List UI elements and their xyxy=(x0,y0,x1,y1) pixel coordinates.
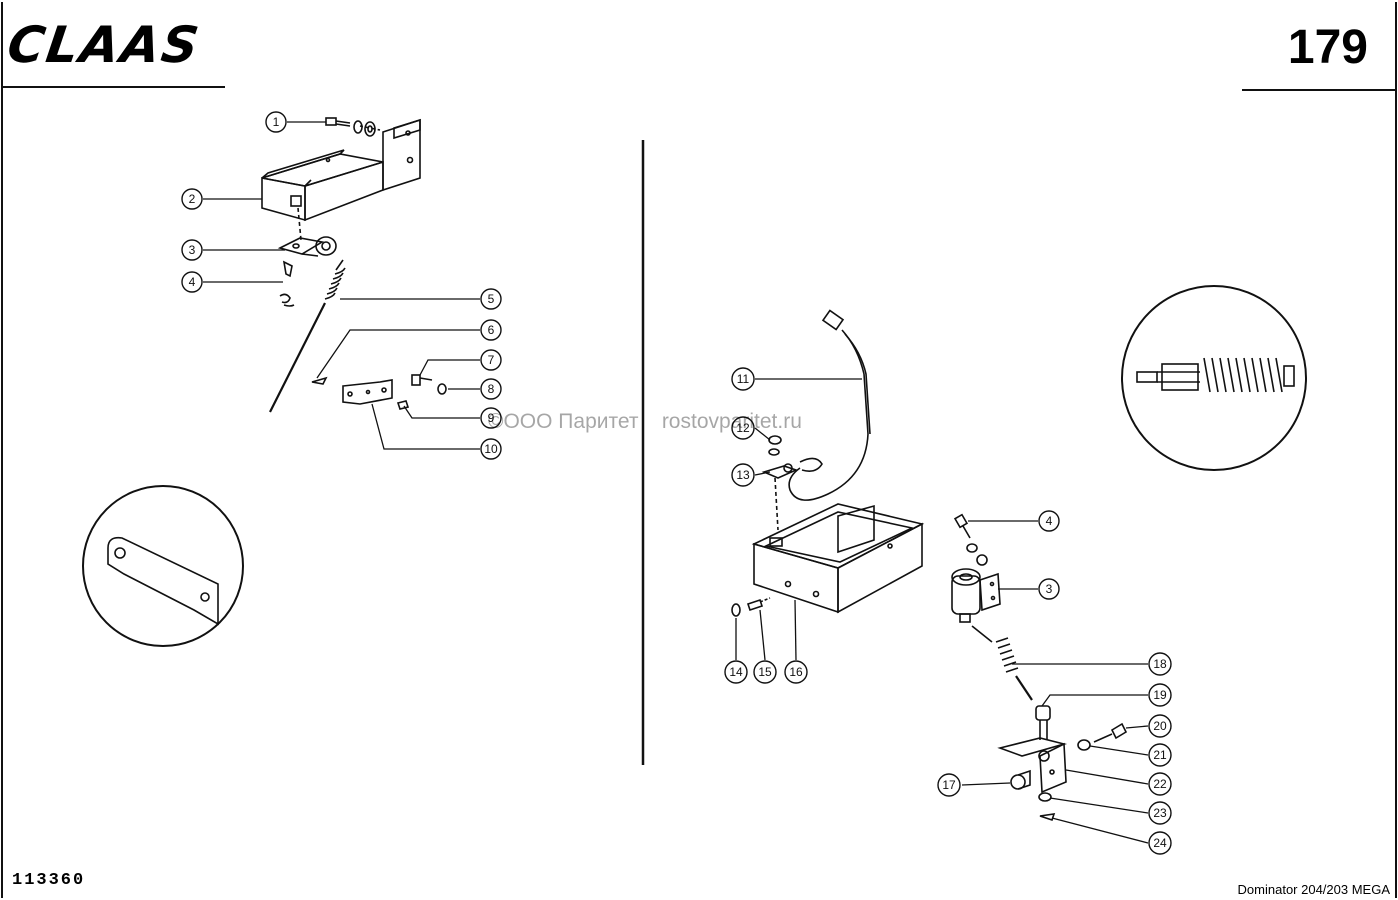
washer-21 xyxy=(1077,739,1091,751)
cotter-24 xyxy=(1039,813,1056,822)
callout-23: 23 xyxy=(1153,806,1167,820)
callout-circles xyxy=(181,111,1172,855)
callout-15: 15 xyxy=(758,665,772,679)
callout-16: 16 xyxy=(789,665,803,679)
callout-14: 14 xyxy=(729,665,743,679)
cable xyxy=(788,309,871,501)
callout-19: 19 xyxy=(1153,688,1167,702)
support-box xyxy=(751,503,925,614)
bolt-4-right xyxy=(953,513,988,566)
leaders-right xyxy=(735,378,1149,844)
callout-labels: 1 2 3 4 5 6 7 8 9 10 11 12 13 14 15 16 4… xyxy=(189,115,1167,850)
watermark: ©ООО Паритет rostovparitet.ru xyxy=(488,410,802,433)
callout-17: 17 xyxy=(942,778,956,792)
solenoid xyxy=(951,568,1001,623)
spring xyxy=(324,259,346,300)
cable-clamp xyxy=(761,435,823,531)
callout-4-right: 4 xyxy=(1046,514,1053,528)
spring-18 xyxy=(971,625,1019,673)
callout-24: 24 xyxy=(1153,836,1167,850)
screw xyxy=(411,374,421,386)
callout-11: 11 xyxy=(737,372,750,386)
callout-13: 13 xyxy=(736,468,750,482)
callout-7: 7 xyxy=(488,353,495,367)
callout-12: 12 xyxy=(736,421,750,435)
control-rod xyxy=(269,302,326,413)
bolt-20 xyxy=(1110,722,1128,740)
leaders-left xyxy=(203,121,480,450)
bracket-22 xyxy=(997,737,1068,794)
callout-22: 22 xyxy=(1153,777,1167,791)
bolt-19 xyxy=(1035,705,1051,740)
callout-3: 3 xyxy=(189,243,196,257)
spring-rod xyxy=(1015,675,1033,701)
nut xyxy=(396,400,410,410)
callout-10: 10 xyxy=(484,442,498,456)
hinge-part xyxy=(277,236,337,257)
lever-plate xyxy=(342,379,393,405)
detail-circle-right xyxy=(1121,285,1307,471)
left-assembly xyxy=(261,117,447,413)
mounting-bracket xyxy=(261,118,421,222)
right-assembly xyxy=(731,309,1128,822)
page-number: 179 xyxy=(1287,21,1368,74)
washer xyxy=(437,383,447,395)
bolt-15 xyxy=(746,598,764,612)
callout-5: 5 xyxy=(488,292,495,306)
callout-18: 18 xyxy=(1153,657,1167,671)
callout-3-right: 3 xyxy=(1046,582,1053,596)
callout-20: 20 xyxy=(1153,719,1167,733)
detail-circle-left xyxy=(82,485,244,647)
callout-8: 8 xyxy=(488,382,495,396)
small-pin xyxy=(279,260,295,307)
bushing-17 xyxy=(1010,769,1031,790)
drawing-number: 113360 xyxy=(12,871,86,890)
washer-14 xyxy=(731,603,741,617)
cotter-pin xyxy=(311,376,328,385)
callout-1: 1 xyxy=(273,115,280,129)
model-label: Dominator 204/203 MEGA xyxy=(1237,882,1390,897)
washer-23 xyxy=(1038,792,1052,802)
callout-2: 2 xyxy=(189,192,196,206)
callout-4: 4 xyxy=(189,275,196,289)
callout-6: 6 xyxy=(488,323,495,337)
callout-21: 21 xyxy=(1153,748,1167,762)
callout-9: 9 xyxy=(488,411,495,425)
